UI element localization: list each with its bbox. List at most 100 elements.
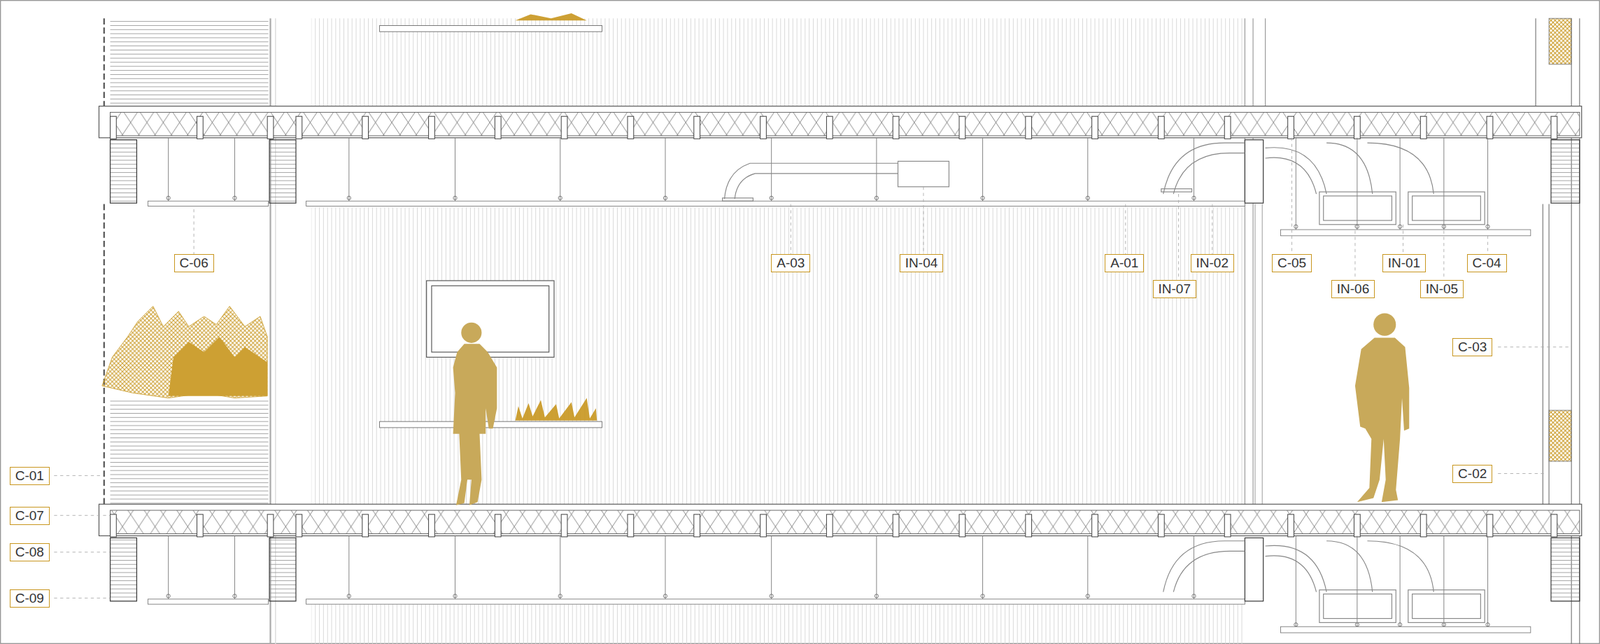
hanger <box>1294 622 1298 627</box>
beam <box>1486 514 1493 537</box>
beam <box>196 116 203 139</box>
callout-number: IN-07 <box>1152 279 1197 299</box>
beam <box>959 514 966 537</box>
hanger <box>663 195 667 200</box>
beam <box>428 116 436 139</box>
beam <box>1224 116 1231 139</box>
hanger <box>664 535 666 599</box>
hanger <box>875 137 877 201</box>
hanger <box>982 137 983 201</box>
hanger <box>453 593 457 598</box>
callout-number: C-01 <box>9 466 50 485</box>
hanger <box>1085 593 1090 598</box>
beam <box>561 514 568 537</box>
beam <box>627 116 634 139</box>
beam <box>826 116 833 139</box>
beam <box>561 116 568 139</box>
callout-number: C-06 <box>174 253 215 273</box>
hanger <box>770 137 772 201</box>
hanger <box>348 137 350 201</box>
hanger <box>167 535 169 599</box>
beam <box>694 116 701 139</box>
hanger <box>1399 535 1401 627</box>
hanger <box>1087 535 1088 599</box>
hanger <box>1397 224 1402 229</box>
beam <box>295 514 303 537</box>
beam <box>760 116 767 139</box>
beam <box>267 514 274 537</box>
hanger <box>558 593 562 598</box>
hanger <box>664 137 666 201</box>
hanger <box>232 593 237 598</box>
hanger <box>770 535 772 599</box>
hanger <box>1193 535 1195 599</box>
hanger <box>1356 137 1358 230</box>
beam <box>1157 116 1165 139</box>
hanger <box>234 535 236 599</box>
hanger <box>663 593 667 598</box>
hanger <box>1397 622 1402 627</box>
hanger <box>166 195 171 200</box>
hanger <box>1487 137 1489 230</box>
callout-number: IN-05 <box>1420 279 1464 299</box>
hanger <box>1399 137 1401 230</box>
beam <box>1025 514 1032 537</box>
beam <box>760 514 767 537</box>
beam <box>892 514 899 537</box>
beam <box>196 514 203 537</box>
hanger <box>1443 535 1444 627</box>
hanger <box>232 195 237 200</box>
hanger <box>347 195 351 200</box>
hanger <box>454 137 456 201</box>
hanger <box>1193 137 1195 201</box>
beam <box>1092 116 1099 139</box>
hanger <box>874 195 879 200</box>
hanger <box>1356 535 1358 627</box>
beam <box>1287 514 1295 537</box>
beam <box>494 116 501 139</box>
hanger <box>980 593 985 598</box>
hanger <box>982 535 983 599</box>
hanger <box>1441 622 1446 627</box>
beam <box>428 514 436 537</box>
hanger <box>980 195 985 200</box>
hanger <box>453 195 457 200</box>
hanger <box>875 535 877 599</box>
beam <box>1092 514 1099 537</box>
callout-number: C-09 <box>9 589 50 608</box>
beam <box>1025 116 1032 139</box>
hanger <box>1485 622 1490 627</box>
callout-number: IN-02 <box>1190 253 1235 273</box>
hanger <box>559 137 561 201</box>
callout-number: C-08 <box>9 542 50 562</box>
beam <box>494 514 501 537</box>
hanger <box>1294 224 1298 229</box>
hanger <box>347 593 351 598</box>
callout-number: A-01 <box>1104 253 1144 273</box>
callout-number: C-07 <box>9 506 50 525</box>
beam <box>1551 116 1558 139</box>
beam <box>1420 514 1427 537</box>
hanger <box>769 593 774 598</box>
beam <box>627 514 634 537</box>
beam <box>110 514 117 537</box>
hanger <box>234 137 236 201</box>
callout-number: IN-04 <box>899 253 944 273</box>
callout-number: C-04 <box>1467 253 1507 273</box>
beam <box>1353 116 1361 139</box>
beam <box>694 514 701 537</box>
callout-number: IN-06 <box>1331 279 1375 299</box>
hanger <box>166 593 171 598</box>
beam <box>1353 514 1361 537</box>
hanger <box>1085 195 1090 200</box>
hanger <box>769 195 774 200</box>
callout-number: C-05 <box>1271 253 1312 273</box>
hanger <box>1355 224 1359 229</box>
beam <box>1420 116 1427 139</box>
beam <box>826 514 833 537</box>
beam <box>295 116 303 139</box>
hanger <box>874 593 879 598</box>
hanger <box>1087 137 1088 201</box>
hanger <box>1355 622 1359 627</box>
